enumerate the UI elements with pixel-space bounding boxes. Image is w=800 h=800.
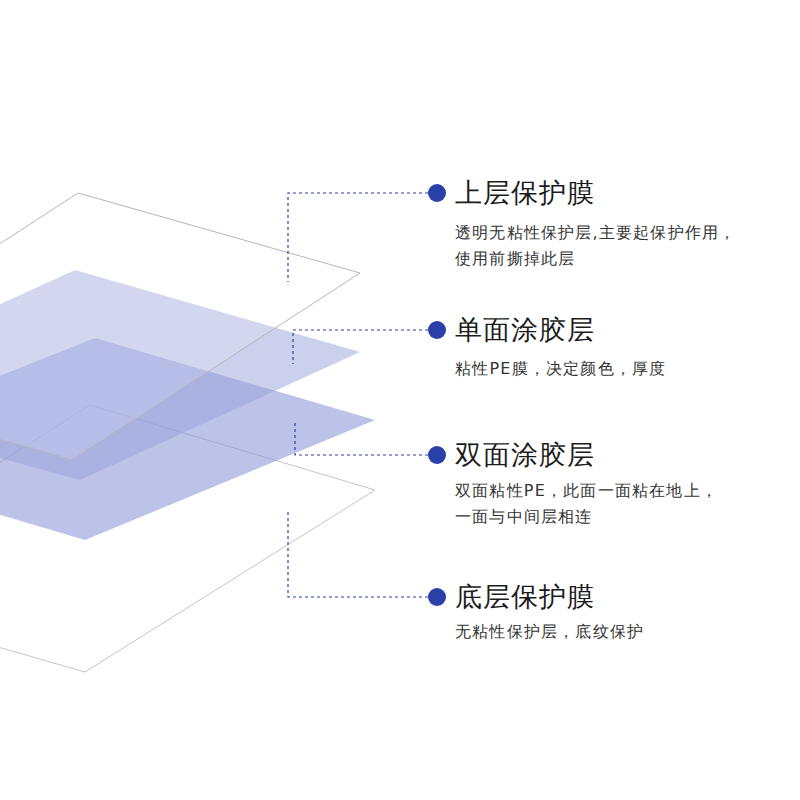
leader-line — [288, 512, 428, 597]
leader-line — [288, 193, 428, 282]
top-film — [0, 193, 360, 460]
layer-title: 底层保护膜 — [455, 582, 595, 612]
bullet-dot — [428, 321, 446, 339]
bullet-dot — [428, 588, 446, 606]
layer-description: 无粘性保护层，底纹保护 — [455, 619, 795, 645]
layer-description: 粘性PE膜，决定颜色，厚度 — [455, 356, 795, 382]
bullet-dot — [428, 184, 446, 202]
layer-title: 单面涂胶层 — [455, 315, 595, 345]
bullet-dot — [428, 446, 446, 464]
layer-title: 双面涂胶层 — [455, 440, 595, 470]
film-layers — [0, 193, 375, 672]
layer-description: 双面粘性PE，此面一面粘在地上， 一面与中间层相连 — [455, 478, 795, 530]
layer-title: 上层保护膜 — [455, 178, 595, 208]
layer-description: 透明无粘性保护层,主要起保护作用， 使用前撕掉此层 — [455, 220, 795, 272]
leader-line — [295, 420, 428, 455]
bullet-dots — [428, 184, 446, 606]
leader-line — [293, 330, 428, 364]
leader-lines — [288, 193, 428, 597]
